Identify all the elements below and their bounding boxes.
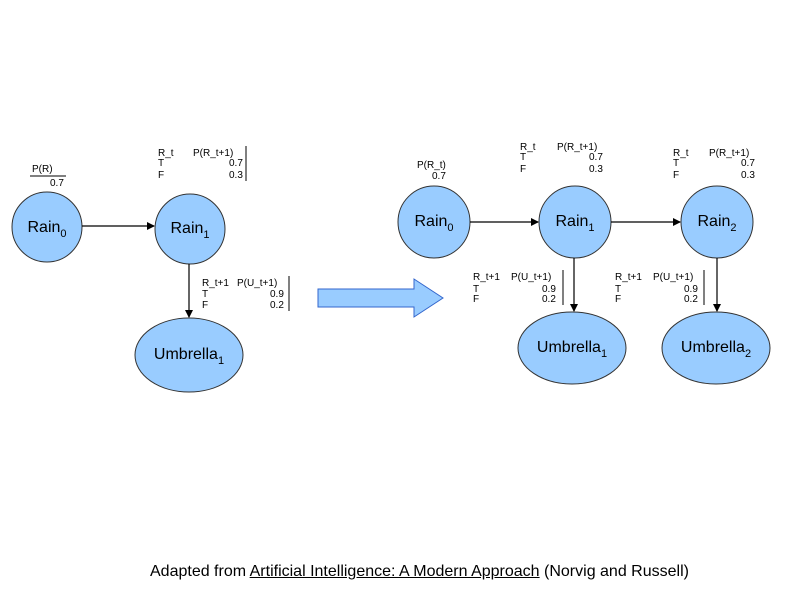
node-rain0: Rain0 <box>11 191 83 263</box>
table-header: P(R_t+1) <box>557 142 597 153</box>
svg-text:Umbrella2: Umbrella2 <box>681 339 751 360</box>
svg-text:Rain0: Rain0 <box>414 213 453 234</box>
table-cell: 0.9 <box>542 284 556 295</box>
right-transition-table-2: R_t P(R_t+1) T 0.7 F 0.3 <box>673 148 755 181</box>
node-rain0: Rain0 <box>397 185 471 259</box>
prior-header: P(R_t) <box>417 160 446 171</box>
table-header: P(U_t+1) <box>237 278 277 289</box>
table-cell: F <box>520 164 526 175</box>
book-title-link[interactable]: Artificial Intelligence: A Modern Approa… <box>249 563 540 580</box>
table-cell: 0.2 <box>270 300 284 311</box>
table-cell: F <box>615 294 621 305</box>
unroll-arrow <box>317 278 444 318</box>
table-cell: T <box>520 152 526 163</box>
attribution-footer: Adapted from Artificial Intelligence: A … <box>150 563 689 581</box>
table-cell: 0.9 <box>684 284 698 295</box>
svg-text:Rain1: Rain1 <box>555 213 594 234</box>
table-cell: 0.3 <box>229 170 243 181</box>
svg-text:Rain1: Rain1 <box>170 220 209 241</box>
right-prior-table: P(R_t) 0.7 <box>417 160 446 182</box>
left-sensor-table: R_t+1 P(U_t+1) T 0.9 F 0.2 <box>202 276 290 311</box>
node-rain2: Rain2 <box>680 185 754 259</box>
table-header: R_t+1 <box>202 278 229 289</box>
table-cell: T <box>473 284 479 295</box>
table-cell: T <box>158 158 164 169</box>
table-cell: 0.9 <box>270 289 284 300</box>
table-cell: 0.7 <box>229 158 243 169</box>
table-cell: 0.2 <box>684 294 698 305</box>
left-transition-table: R_t P(R_t+1) T 0.7 F 0.3 <box>158 146 247 181</box>
node-umbrella1: Umbrella1 <box>134 317 244 393</box>
table-header: P(R_t+1) <box>193 148 233 159</box>
left-prior-table: P(R) 0.7 <box>30 164 66 189</box>
right-sensor-table-2: R_t+1 P(U_t+1) T 0.9 F 0.2 <box>615 270 705 305</box>
table-cell: 0.3 <box>589 164 603 175</box>
prior-value: 0.7 <box>50 178 64 189</box>
node-rain1: Rain1 <box>154 193 226 265</box>
table-header: P(R_t+1) <box>709 148 749 159</box>
right-sensor-table-1: R_t+1 P(U_t+1) T 0.9 F 0.2 <box>473 270 564 305</box>
svg-text:Rain0: Rain0 <box>27 219 66 240</box>
node-rain1: Rain1 <box>538 185 612 259</box>
table-header: R_t <box>520 142 536 153</box>
table-cell: 0.7 <box>589 152 603 163</box>
table-cell: F <box>473 294 479 305</box>
table-cell: T <box>673 158 679 169</box>
prior-value: 0.7 <box>432 171 446 182</box>
node-umbrella1: Umbrella1 <box>517 311 627 385</box>
table-cell: F <box>158 170 164 181</box>
node-umbrella2: Umbrella2 <box>661 311 771 385</box>
table-cell: T <box>202 289 208 300</box>
table-cell: T <box>615 284 621 295</box>
table-header: R_t <box>158 148 174 159</box>
svg-text:Umbrella1: Umbrella1 <box>537 339 607 360</box>
left-network: P(R) 0.7 R_t P(R_t+1) T 0.7 F 0.3 Rain0 … <box>11 146 290 393</box>
right-transition-table-1: R_t P(R_t+1) T 0.7 F 0.3 <box>520 142 603 175</box>
attribution-suffix: (Norvig and Russell) <box>539 563 689 580</box>
attribution-prefix: Adapted from <box>150 563 250 580</box>
table-header: R_t+1 <box>473 272 500 283</box>
table-cell: 0.2 <box>542 294 556 305</box>
table-cell: F <box>202 300 208 311</box>
table-cell: F <box>673 170 679 181</box>
svg-text:Umbrella1: Umbrella1 <box>154 346 224 367</box>
table-header: P(U_t+1) <box>511 272 551 283</box>
prior-header: P(R) <box>32 164 53 175</box>
svg-text:Rain2: Rain2 <box>697 213 736 234</box>
table-cell: 0.7 <box>741 158 755 169</box>
table-header: R_t <box>673 148 689 159</box>
table-header: R_t+1 <box>615 272 642 283</box>
table-header: P(U_t+1) <box>653 272 693 283</box>
table-cell: 0.3 <box>741 170 755 181</box>
right-network: P(R_t) 0.7 R_t P(R_t+1) T 0.7 F 0.3 R_t … <box>397 142 771 385</box>
